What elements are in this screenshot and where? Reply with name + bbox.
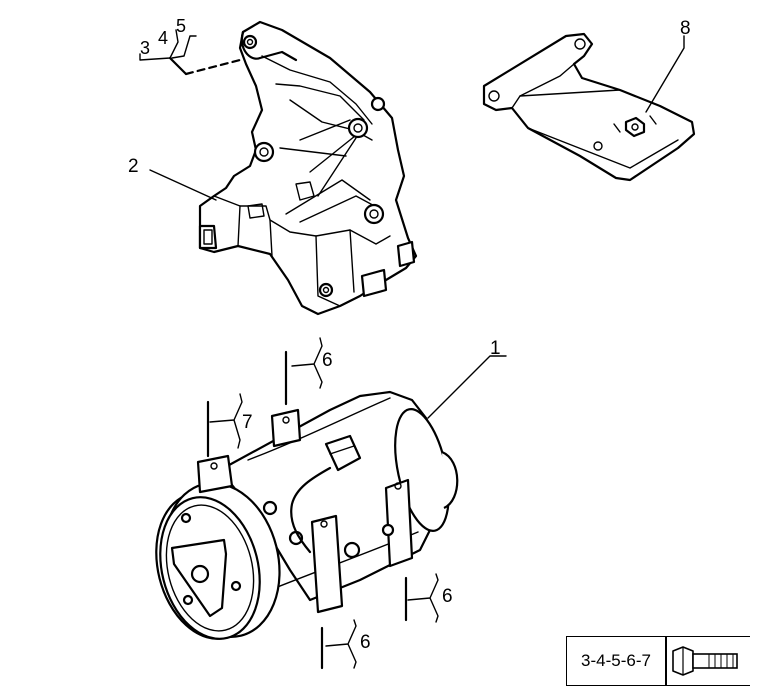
legend-part-list: 3-4-5-6-7 <box>581 651 651 670</box>
callout-4: 4 <box>158 28 168 48</box>
part-1-ac-compressor <box>155 390 459 640</box>
callout-6-bottom: 6 <box>360 632 371 653</box>
callout-7: 7 <box>242 412 253 433</box>
fastener-legend: 3-4-5-6-7 <box>566 636 750 686</box>
callout-2: 2 <box>128 156 139 177</box>
bolt-icon <box>672 646 738 676</box>
callout-3: 3 <box>140 38 150 58</box>
callout-6-top: 6 <box>322 350 333 371</box>
legend-divider <box>665 637 667 685</box>
callout-8: 8 <box>680 18 691 39</box>
part-8-support-plate <box>482 32 696 182</box>
callout-1: 1 <box>490 338 501 359</box>
part-2-mounting-bracket <box>198 20 418 316</box>
callout-leaders <box>139 29 685 670</box>
callout-6-right: 6 <box>442 586 453 607</box>
callout-5: 5 <box>176 16 186 36</box>
